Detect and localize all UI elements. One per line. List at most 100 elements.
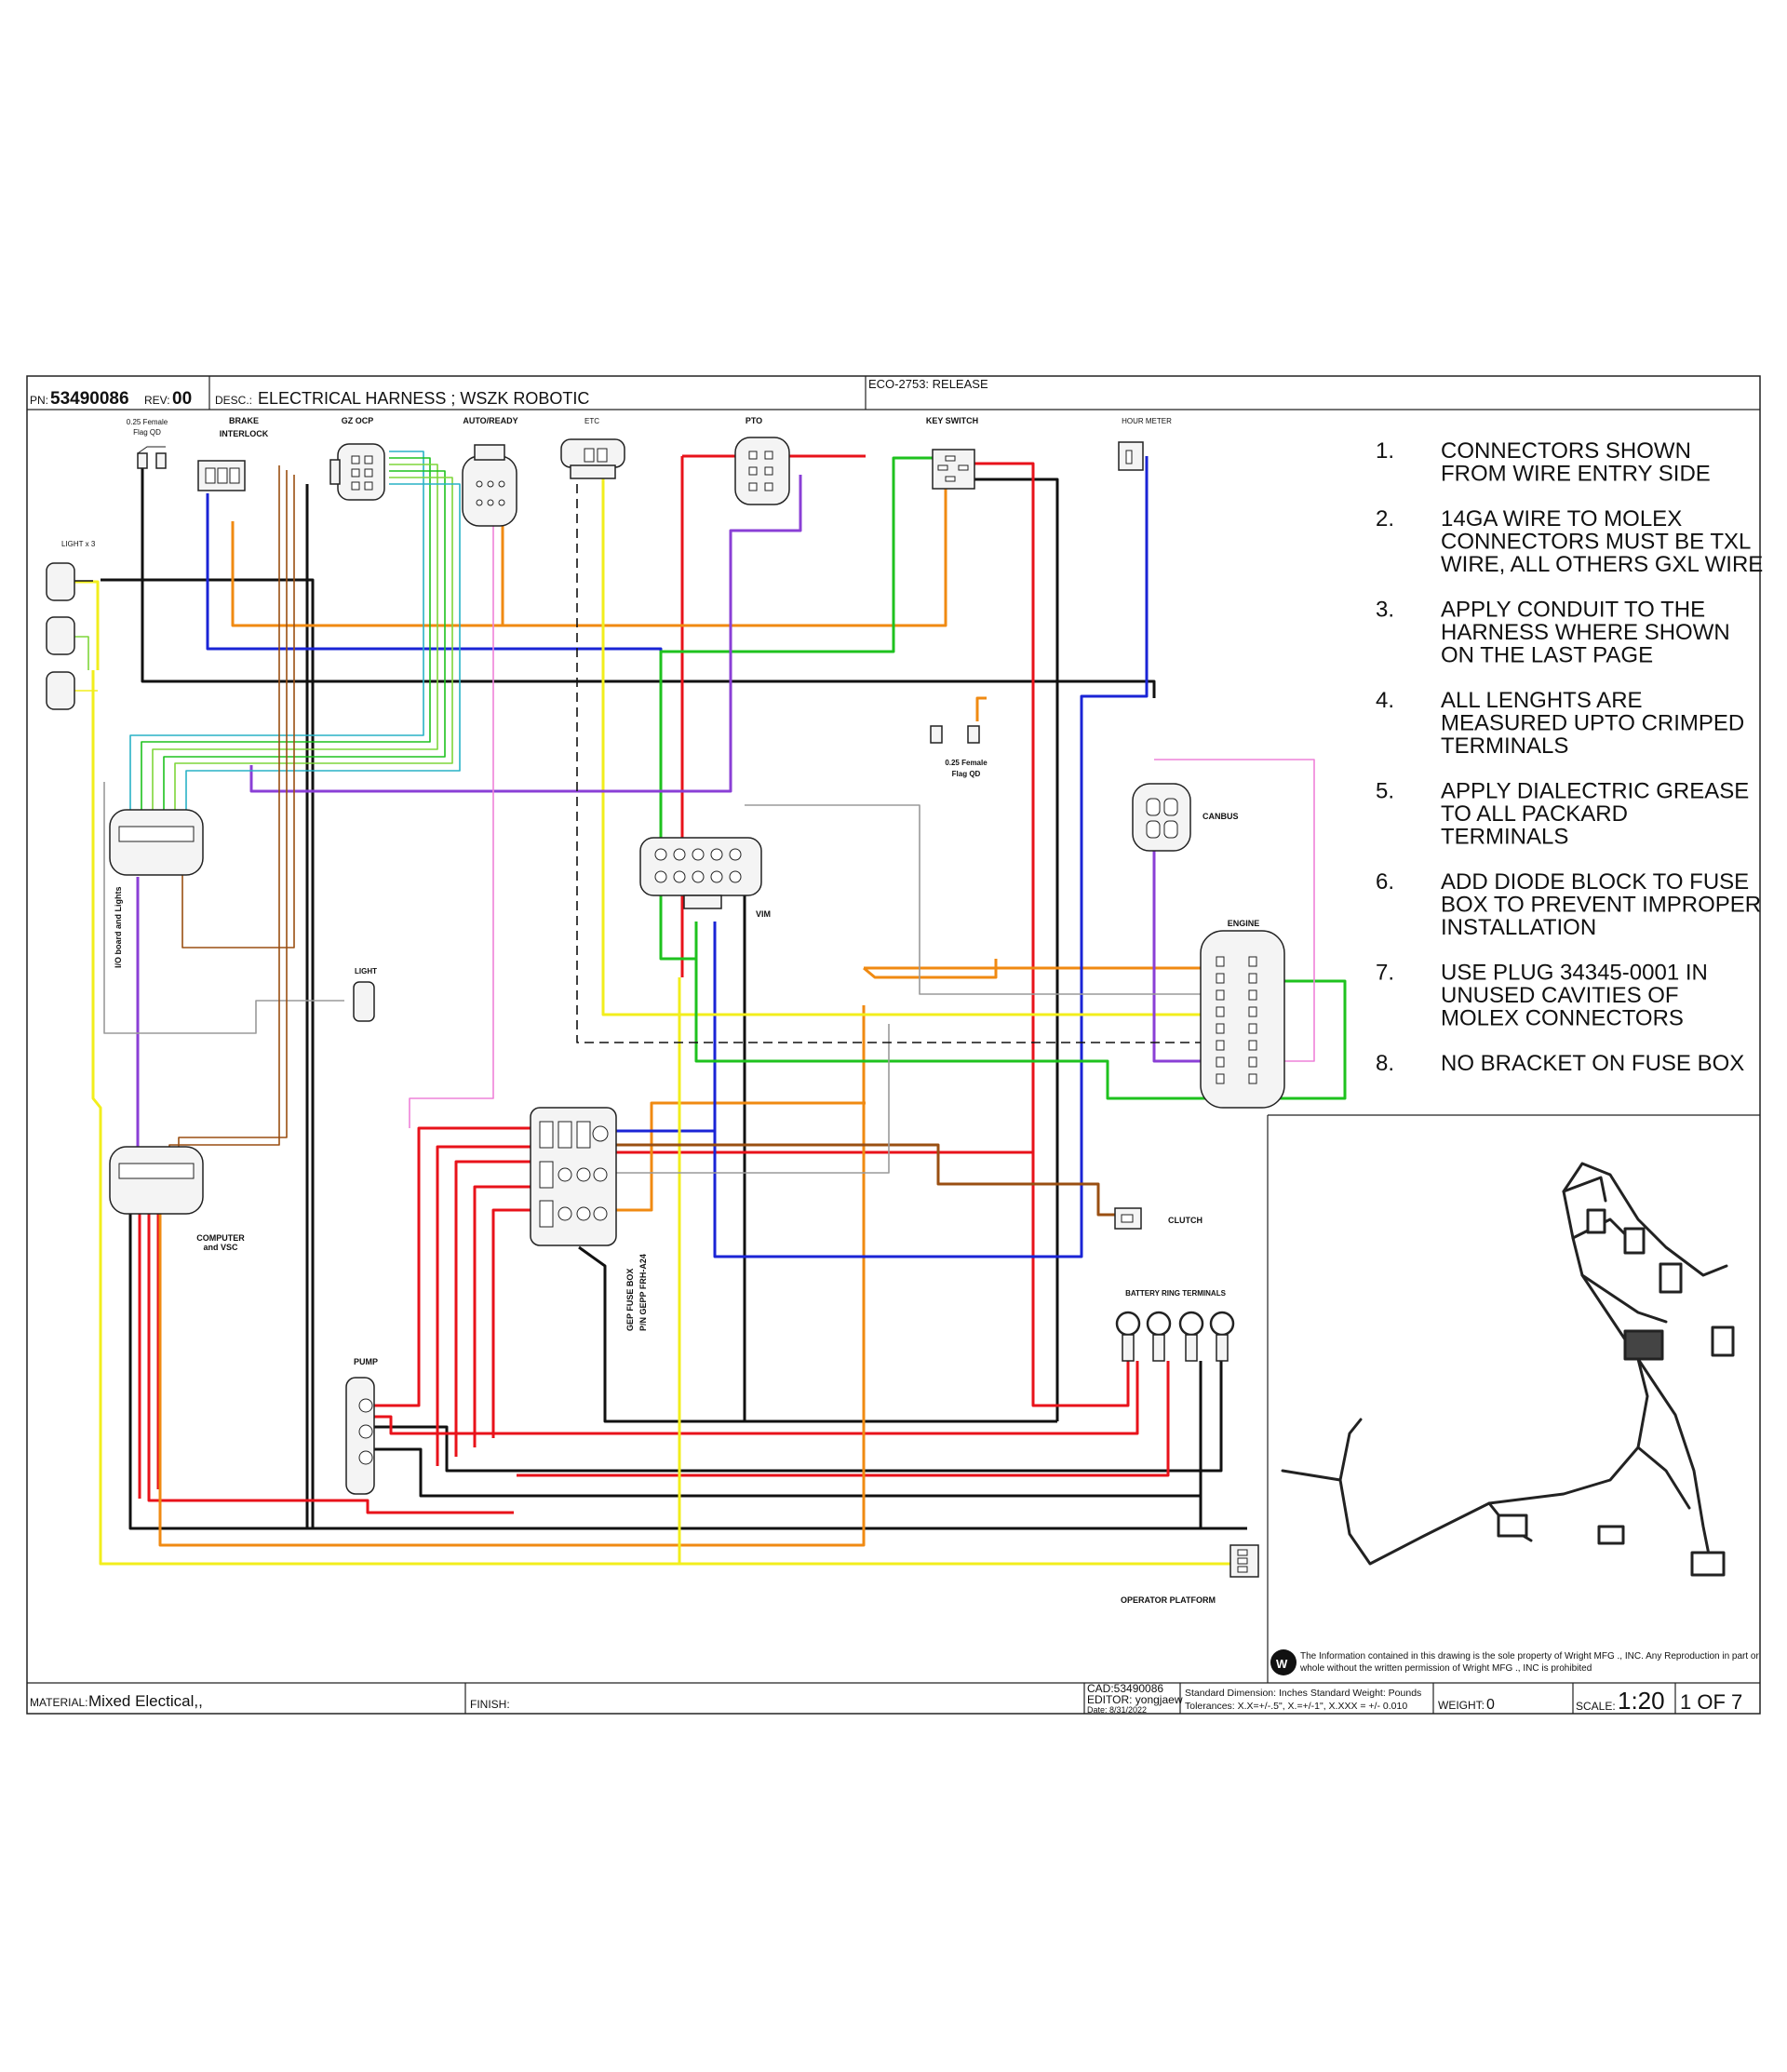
editor: EDITOR: yongjaew <box>1087 1693 1183 1706</box>
weight: 0 <box>1486 1697 1495 1713</box>
connector-hour-meter <box>1118 441 1144 471</box>
scale: 1:20 <box>1618 1687 1665 1715</box>
label-clutch: CLUTCH <box>1168 1216 1203 1225</box>
label-engine: ENGINE <box>1228 919 1260 928</box>
note-line: TO ALL PACKARD <box>1441 801 1628 827</box>
note-line: FROM WIRE ENTRY SIDE <box>1441 462 1711 487</box>
disclaimer-line-1: The Information contained in this drawin… <box>1300 1651 1759 1662</box>
connector-lights <box>46 562 75 710</box>
cad-number: CAD:53490086 <box>1087 1682 1163 1695</box>
connector-computer <box>109 1146 204 1215</box>
label-fuse-box: GEP FUSE BOX <box>625 1269 635 1331</box>
connector-battery-ring-terminals <box>1115 1311 1235 1362</box>
label-flag-qd-top: 0.25 Female <box>127 418 168 426</box>
note-number: 6. <box>1376 869 1394 895</box>
label-battery: BATTERY RING TERMINALS <box>1125 1289 1227 1298</box>
note-number: 3. <box>1376 598 1394 623</box>
label-computer: COMPUTER <box>196 1233 245 1243</box>
note-line: MOLEX CONNECTORS <box>1441 1006 1684 1031</box>
note-line: 14GA WIRE TO MOLEX <box>1441 506 1682 531</box>
connector-key-switch <box>932 449 975 490</box>
label-computer-2: and VSC <box>203 1243 238 1252</box>
note-line: APPLY DIALECTRIC GREASE <box>1441 779 1749 804</box>
connector-engine <box>1200 930 1285 1109</box>
note-line: CONNECTORS MUST BE TXL <box>1441 530 1751 555</box>
scale-label: SCALE: <box>1576 1700 1616 1713</box>
date: Date: 8/31/2022 <box>1087 1705 1147 1715</box>
note-number: 8. <box>1376 1051 1394 1076</box>
note-number: 4. <box>1376 688 1394 713</box>
connector-io-board <box>109 809 204 876</box>
label-brake-2: INTERLOCK <box>220 429 269 438</box>
label-auto-ready: AUTO/READY <box>463 416 517 425</box>
note-number: 5. <box>1376 779 1394 804</box>
label-fuse-box-2: P/N GEPP FRH-A24 <box>638 1254 648 1331</box>
note-line: NO BRACKET ON FUSE BOX <box>1441 1051 1744 1076</box>
part-number: 53490086 <box>50 389 129 409</box>
tolerances: Tolerances: X.X=+/-.5", X.=+/-1", X.XXX … <box>1185 1701 1407 1712</box>
label-hour-meter: HOUR METER <box>1122 417 1172 425</box>
note-line: WIRE, ALL OTHERS GXL WIRE <box>1441 552 1763 577</box>
label-flag-qd-mid-2: Flag QD <box>952 770 981 778</box>
label-io-board: I/O board and Lights <box>114 887 123 969</box>
note-line: CONNECTORS SHOWN <box>1441 438 1691 464</box>
note-line: TERMINALS <box>1441 825 1568 850</box>
connector-clutch <box>1114 1207 1142 1230</box>
desc-label: DESC.: <box>215 394 252 407</box>
standard-dimension: Standard Dimension: Inches Standard Weig… <box>1185 1688 1421 1699</box>
label-flag-qd-mid: 0.25 Female <box>945 759 988 767</box>
connector-labels: 0.25 Female Flag QD BRAKE INTERLOCK GZ O… <box>61 416 1259 1605</box>
note-line: BOX TO PREVENT IMPROPER <box>1441 893 1761 918</box>
note-line: MEASURED UPTO CRIMPED <box>1441 711 1744 736</box>
label-lights-x3: LIGHT x 3 <box>61 540 96 548</box>
note-line: TERMINALS <box>1441 733 1568 759</box>
note-line: APPLY CONDUIT TO THE <box>1441 598 1705 623</box>
label-pump: PUMP <box>354 1357 378 1366</box>
finish-label: FINISH: <box>470 1698 510 1711</box>
material: Mixed Electical,, <box>88 1692 203 1710</box>
pn-label: PN: <box>30 394 48 407</box>
wright-logo-icon <box>1270 1649 1297 1675</box>
title-block: PN: 53490086 REV: 00 DESC.: ELECTRICAL H… <box>30 377 1759 1715</box>
label-light: LIGHT <box>355 967 377 975</box>
eco-note: ECO-2753: RELEASE <box>868 377 988 391</box>
material-label: MATERIAL: <box>30 1696 87 1709</box>
connector-auto-ready <box>462 444 517 527</box>
connector-pump <box>345 1377 375 1495</box>
connector-fuse-box <box>530 1107 617 1246</box>
label-operator-platform: OPERATOR PLATFORM <box>1121 1595 1216 1605</box>
note-line: HARNESS WHERE SHOWN <box>1441 620 1730 645</box>
connector-pto <box>734 437 790 505</box>
rev-label: REV: <box>144 394 170 407</box>
label-flag-qd-top-2: Flag QD <box>133 428 161 437</box>
note-line: ON THE LAST PAGE <box>1441 643 1653 668</box>
connector-etc <box>560 438 625 479</box>
connector-flag-qd-mid <box>930 725 980 744</box>
note-line: UNUSED CAVITIES OF <box>1441 983 1679 1008</box>
svg-text:W: W <box>1276 1657 1288 1671</box>
label-pto: PTO <box>746 416 762 425</box>
note-line: INSTALLATION <box>1441 915 1596 940</box>
note-line: USE PLUG 34345-0001 IN <box>1441 961 1708 986</box>
connector-light <box>353 981 375 1022</box>
label-vim: VIM <box>756 909 771 919</box>
revision: 00 <box>172 389 192 409</box>
note-number: 1. <box>1376 438 1394 464</box>
connector-gz-ocp <box>329 443 385 501</box>
connector-operator-platform <box>1229 1544 1259 1578</box>
harness-illustration <box>1281 1162 1735 1577</box>
description: ELECTRICAL HARNESS ; WSZK ROBOTIC <box>258 389 589 408</box>
drawing-frame <box>26 375 1761 1715</box>
note-line: ALL LENGHTS ARE <box>1441 688 1643 713</box>
note-number: 2. <box>1376 506 1394 531</box>
sheet-number: 1 OF 7 <box>1680 1690 1742 1714</box>
label-brake: BRAKE <box>229 416 259 425</box>
wires <box>56 451 1347 1566</box>
note-line: ADD DIODE BLOCK TO FUSE <box>1441 869 1749 895</box>
disclaimer-line-2: whole without the written permission of … <box>1299 1663 1592 1674</box>
label-canbus: CANBUS <box>1203 812 1239 821</box>
label-etc: ETC <box>584 417 599 425</box>
weight-label: WEIGHT: <box>1438 1699 1485 1712</box>
